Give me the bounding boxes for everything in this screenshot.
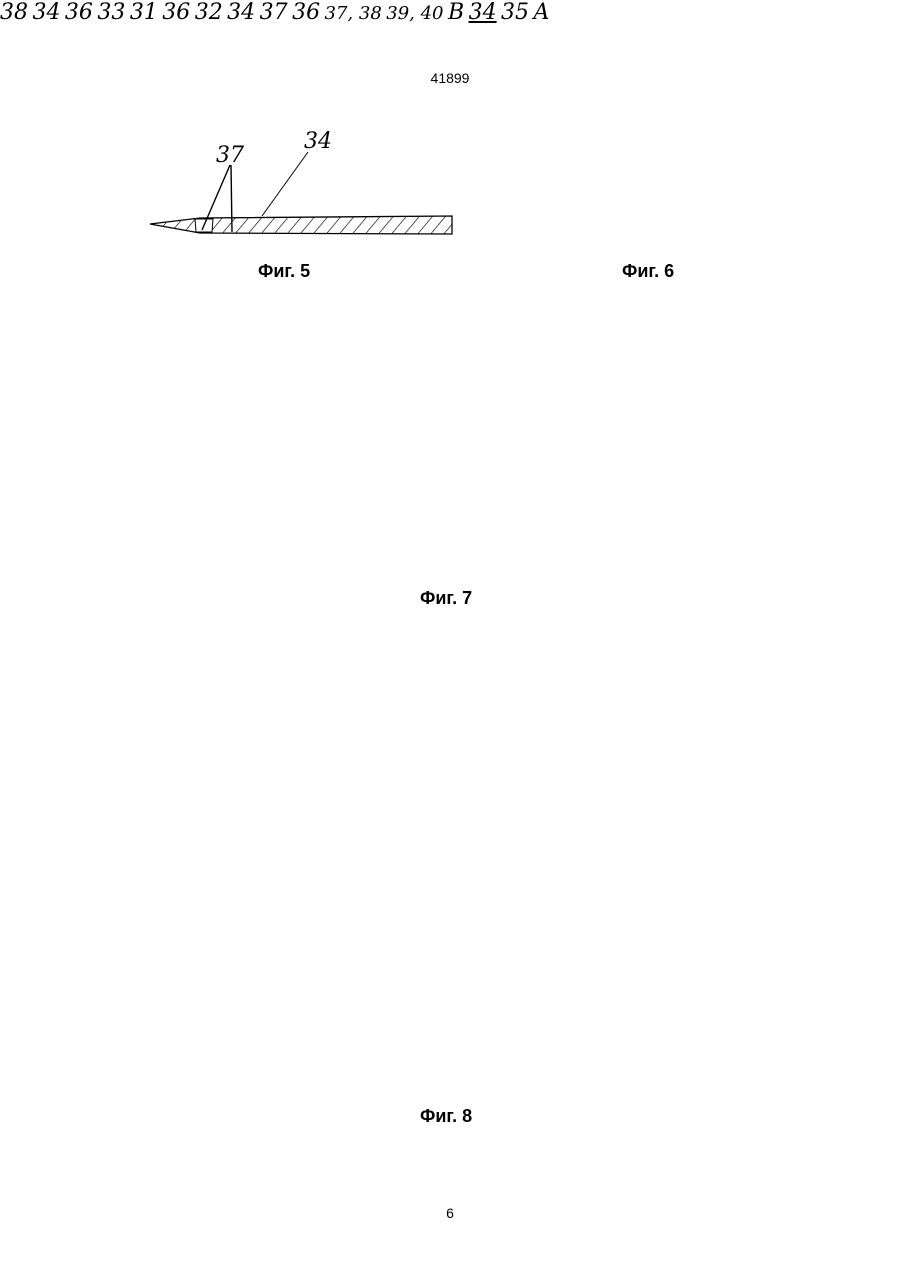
figure-6-caption: Фиг. 6	[622, 261, 674, 282]
figure-5-drawing: 37 34	[150, 129, 452, 234]
page-number: 6	[0, 1205, 900, 1221]
figure-8-caption: Фиг. 8	[420, 1106, 472, 1127]
figure-7-caption: Фиг. 7	[420, 588, 472, 609]
label-34: 34	[304, 129, 332, 154]
figure-5-caption: Фиг. 5	[258, 261, 310, 282]
label-37: 37	[216, 143, 244, 168]
